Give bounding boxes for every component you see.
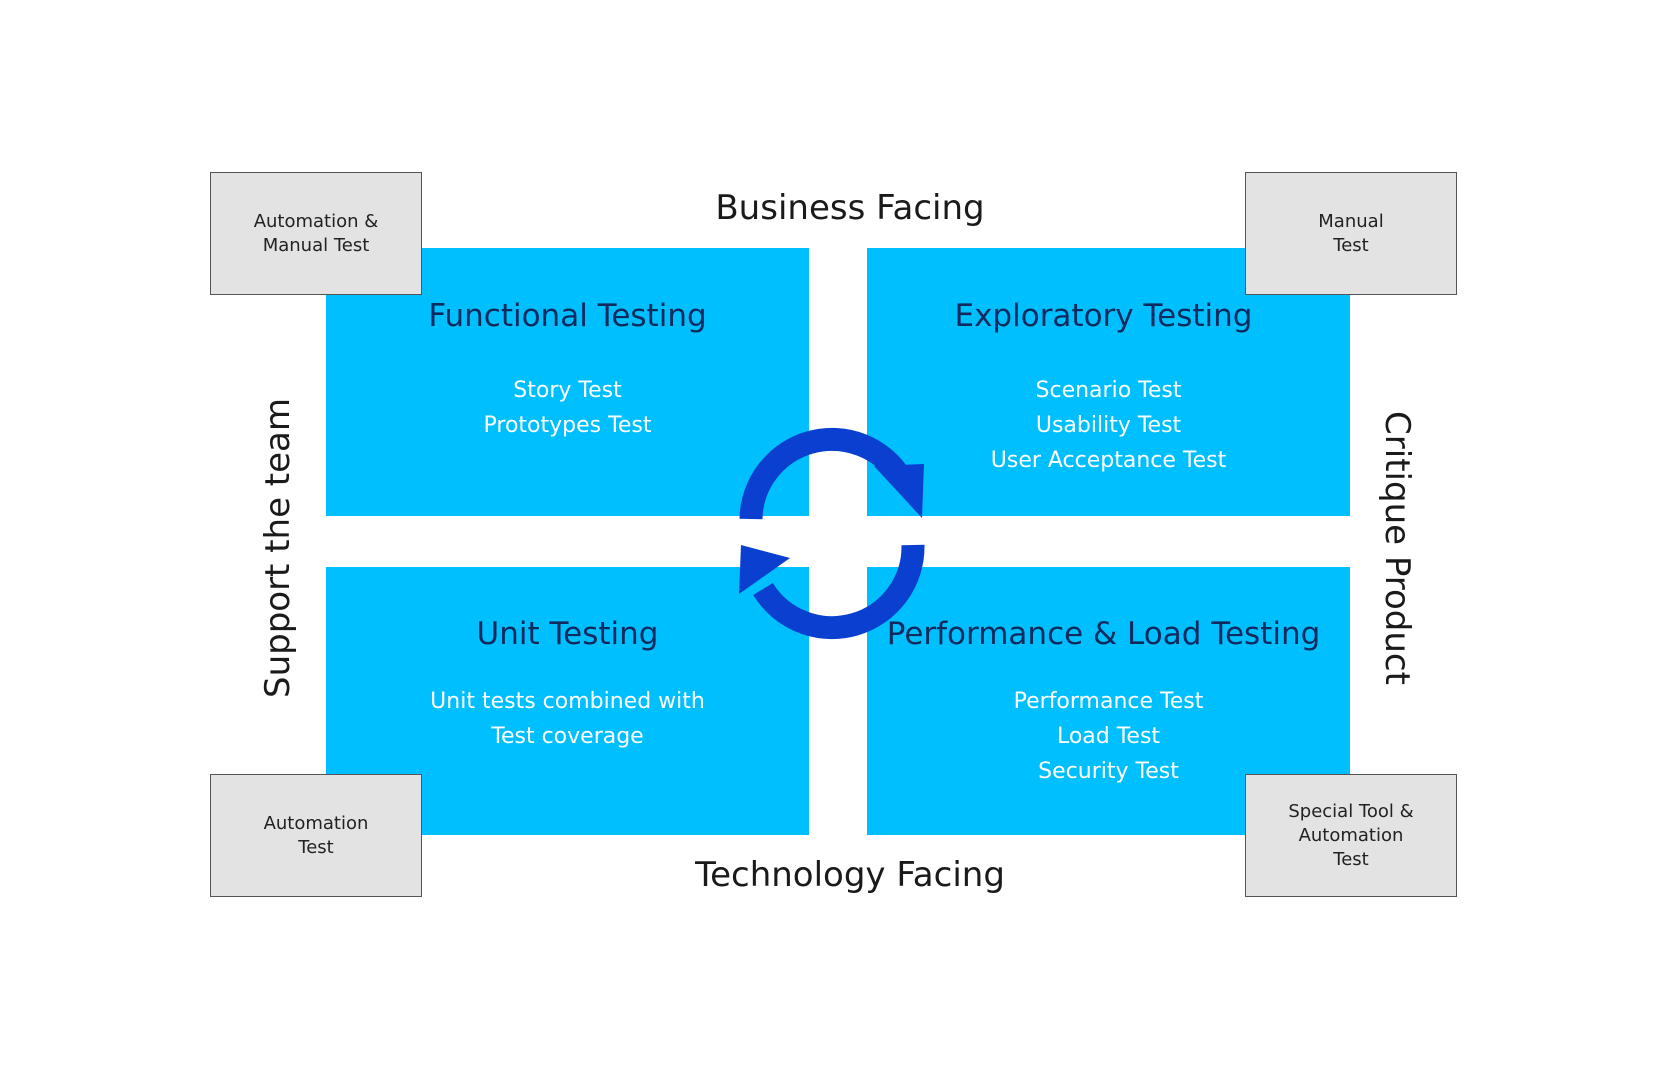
quadrant-items: Unit tests combined with Test coverage — [326, 684, 809, 754]
corner-label: Automation Test — [263, 812, 369, 858]
corner-label: Special Tool & Automation Test — [1288, 800, 1414, 870]
quadrant-items: Scenario Test Usability Test User Accept… — [867, 373, 1350, 478]
cycle-arrowhead-top — [874, 464, 924, 518]
quadrant-title: Performance & Load Testing — [886, 616, 1321, 652]
quadrant-item: Security Test — [1038, 759, 1179, 784]
corner-label: Automation & Manual Test — [253, 210, 379, 256]
corner-box-special-tool-automation-test: Special Tool & Automation Test — [1245, 774, 1457, 897]
quadrant-item: Prototypes Test — [483, 413, 652, 438]
quadrant-item: User Acceptance Test — [990, 448, 1227, 473]
quadrant-item: Story Test — [513, 378, 622, 403]
quadrant-item: Usability Test — [1035, 413, 1182, 438]
quadrant-item: Performance Test — [1013, 689, 1204, 714]
quadrant-items: Story Test Prototypes Test — [326, 373, 809, 443]
corner-label: Manual Test — [1318, 210, 1384, 256]
corner-box-automation-manual-test: Automation & Manual Test — [210, 172, 422, 295]
quadrant-title: Unit Testing — [476, 616, 659, 652]
cycle-arc-bottom — [753, 544, 925, 640]
corner-box-manual-test: Manual Test — [1245, 172, 1457, 295]
quadrant-item: Test coverage — [491, 724, 644, 749]
quadrant-item: Load Test — [1056, 724, 1161, 749]
cycle-arrowhead-bottom — [739, 545, 790, 594]
corner-box-automation-test: Automation Test — [210, 774, 422, 897]
quadrant-title: Exploratory Testing — [954, 298, 1253, 334]
quadrant-item: Scenario Test — [1035, 378, 1182, 403]
quadrant-items: Performance Test Load Test Security Test — [867, 684, 1350, 789]
axis-label-business-facing: Business Facing — [715, 188, 985, 228]
axis-label-technology-facing: Technology Facing — [695, 855, 1005, 895]
quadrant-title: Functional Testing — [428, 298, 707, 334]
quadrant-item: Unit tests combined with — [430, 689, 705, 714]
cycle-arc-top — [739, 427, 911, 520]
